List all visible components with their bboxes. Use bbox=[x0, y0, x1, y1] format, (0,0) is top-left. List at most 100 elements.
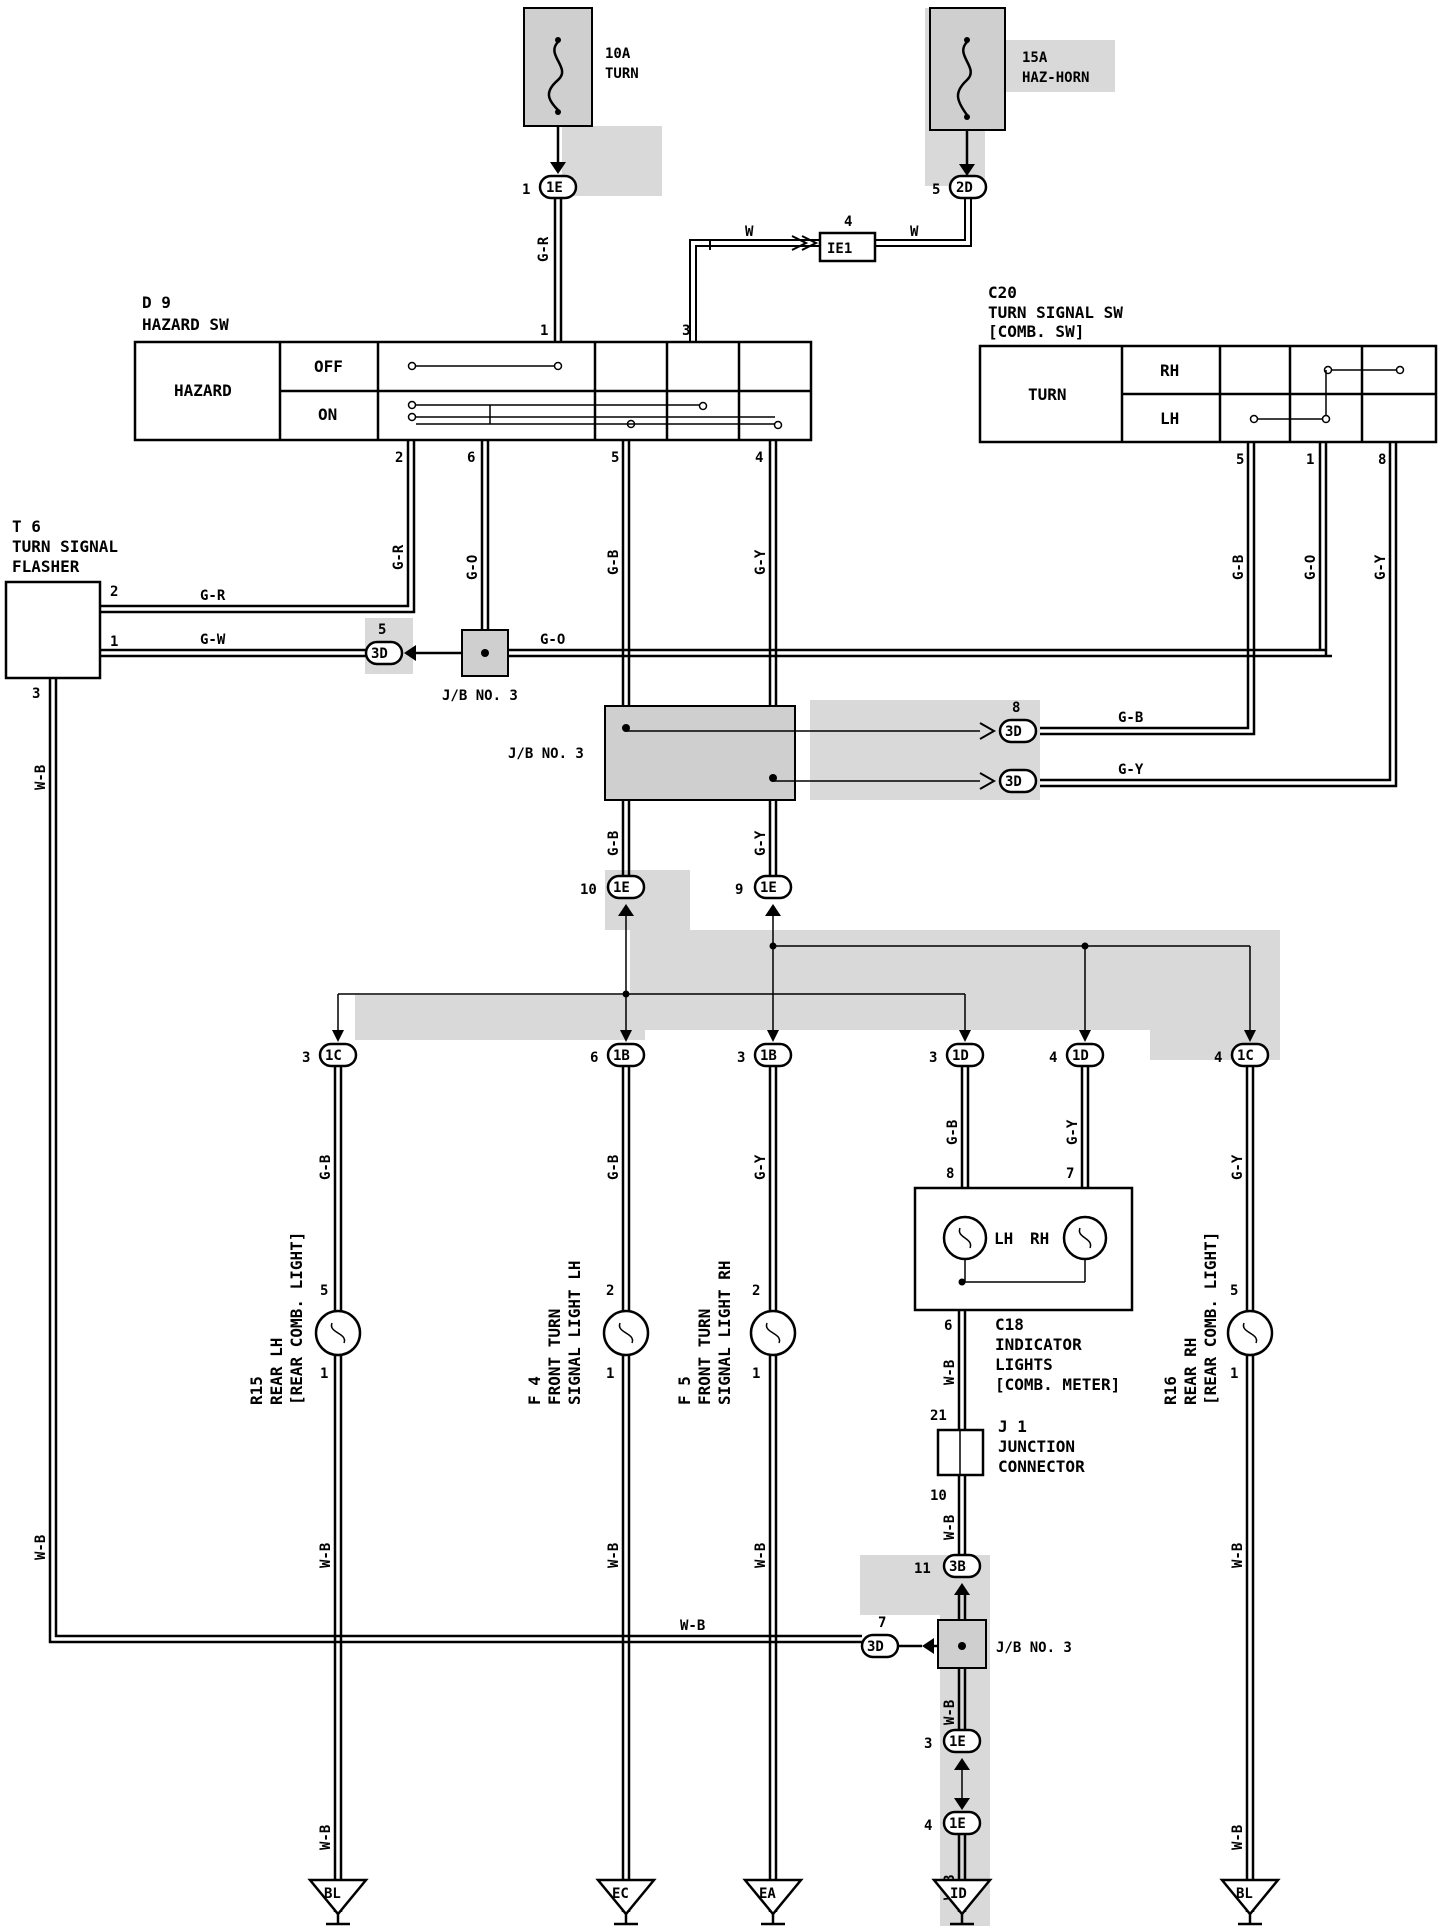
turn-sw-name: TURN SIGNAL SW bbox=[988, 303, 1123, 322]
svg-text:6: 6 bbox=[467, 450, 475, 466]
svg-text:1: 1 bbox=[110, 634, 118, 650]
svg-text:1B: 1B bbox=[613, 1048, 630, 1064]
svg-text:G-B: G-B bbox=[945, 1120, 961, 1145]
svg-text:G-Y: G-Y bbox=[1230, 1154, 1246, 1180]
wire-g-b-hazard: G-B bbox=[606, 440, 631, 706]
svg-text:W: W bbox=[745, 224, 754, 240]
svg-text:1E: 1E bbox=[546, 180, 563, 196]
svg-text:W-B: W-B bbox=[1230, 1825, 1246, 1850]
svg-text:INDICATOR: INDICATOR bbox=[995, 1335, 1082, 1354]
wire-c18-to-j1: W-B 21 bbox=[930, 1310, 967, 1430]
svg-text:G-Y: G-Y bbox=[753, 549, 769, 575]
wire-g-r-flasher: G-R G-R bbox=[100, 440, 416, 614]
hazard-switch: D 9 HAZARD SW HAZARD OFF ON bbox=[133, 293, 813, 442]
svg-text:W-B: W-B bbox=[1230, 1543, 1246, 1568]
svg-text:10: 10 bbox=[930, 1488, 947, 1504]
svg-text:W-B: W-B bbox=[753, 1543, 769, 1568]
svg-text:3D: 3D bbox=[1005, 724, 1022, 740]
svg-text:9: 9 bbox=[735, 882, 743, 898]
f4-column: G-B 2 1 W-B F 4 FRONT TURN SIGNAL LIGHT … bbox=[525, 1066, 650, 1912]
svg-text:3D: 3D bbox=[1005, 774, 1022, 790]
ground-id: ID bbox=[931, 1878, 993, 1926]
svg-text:8: 8 bbox=[946, 1166, 954, 1182]
svg-text:F 4: F 4 bbox=[525, 1376, 544, 1405]
hazard-sw-name: HAZARD SW bbox=[142, 315, 229, 334]
svg-text:CONNECTOR: CONNECTOR bbox=[998, 1457, 1085, 1476]
svg-text:J/B NO. 3: J/B NO. 3 bbox=[996, 1640, 1072, 1656]
svg-text:R15: R15 bbox=[247, 1376, 266, 1405]
svg-text:3D: 3D bbox=[867, 1639, 884, 1655]
svg-text:8: 8 bbox=[1378, 452, 1386, 468]
svg-text:2D: 2D bbox=[956, 180, 973, 196]
svg-text:4: 4 bbox=[1049, 1050, 1057, 1066]
svg-text:4: 4 bbox=[1214, 1050, 1222, 1066]
svg-text:ID: ID bbox=[950, 1886, 967, 1902]
svg-text:G-Y: G-Y bbox=[753, 830, 769, 856]
svg-text:2: 2 bbox=[606, 1283, 614, 1299]
svg-text:6: 6 bbox=[944, 1318, 952, 1334]
svg-text:[REAR COMB. LIGHT]: [REAR COMB. LIGHT] bbox=[1201, 1232, 1220, 1405]
hazard-off: OFF bbox=[314, 357, 343, 376]
svg-text:3: 3 bbox=[737, 1050, 745, 1066]
connector-1e-right: 1E 9 bbox=[735, 874, 793, 916]
jb-no3-small: G-O J/B NO. 3 bbox=[442, 440, 518, 704]
wire-flasher-w-b: W-B W-B W-B bbox=[33, 678, 862, 1644]
svg-text:1: 1 bbox=[752, 1366, 760, 1382]
turn-signal-flasher: T 6 TURN SIGNAL FLASHER 2 1 3 bbox=[4, 517, 118, 702]
svg-text:G-Y: G-Y bbox=[753, 1154, 769, 1180]
svg-text:REAR RH: REAR RH bbox=[1181, 1338, 1200, 1405]
wire-j1-to-3b: W-B 3B 11 bbox=[914, 1475, 982, 1595]
svg-text:W-B: W-B bbox=[942, 1360, 958, 1385]
svg-text:G-B: G-B bbox=[606, 831, 622, 856]
jb-no3-lower: J/B NO. 3 3D 7 bbox=[860, 1595, 1072, 1669]
svg-text:1C: 1C bbox=[1237, 1048, 1254, 1064]
svg-text:3: 3 bbox=[682, 323, 690, 339]
svg-text:7: 7 bbox=[1066, 1166, 1074, 1182]
svg-text:W-B: W-B bbox=[606, 1543, 622, 1568]
svg-text:[REAR COMB. LIGHT]: [REAR COMB. LIGHT] bbox=[287, 1232, 306, 1405]
svg-text:10: 10 bbox=[580, 882, 597, 898]
turn-rh: RH bbox=[1160, 361, 1179, 380]
svg-text:BL: BL bbox=[1236, 1886, 1253, 1902]
wire-turn-sw-g-b: G-B G-B bbox=[1040, 442, 1256, 736]
svg-text:W-B: W-B bbox=[33, 1535, 49, 1560]
svg-text:T 6: T 6 bbox=[12, 517, 41, 536]
svg-text:G-Y: G-Y bbox=[1065, 1119, 1081, 1145]
turn-sw-sub: [COMB. SW] bbox=[988, 322, 1084, 341]
distribution-g-b bbox=[332, 916, 971, 1042]
svg-text:J/B NO. 3: J/B NO. 3 bbox=[508, 746, 584, 762]
wire-g-y-hazard: G-Y bbox=[753, 440, 778, 706]
svg-text:4: 4 bbox=[755, 450, 763, 466]
svg-text:1: 1 bbox=[320, 1366, 328, 1382]
fuse-10a-turn: 10A TURN bbox=[523, 7, 639, 127]
svg-text:1: 1 bbox=[606, 1366, 614, 1382]
svg-text:LIGHTS: LIGHTS bbox=[995, 1355, 1053, 1374]
wire-turn-sw-g-y: G-Y G-Y bbox=[1040, 442, 1398, 788]
svg-text:3: 3 bbox=[32, 686, 40, 702]
svg-text:JUNCTION: JUNCTION bbox=[998, 1437, 1075, 1456]
svg-text:4: 4 bbox=[844, 214, 852, 230]
svg-text:5: 5 bbox=[932, 182, 940, 198]
turn-label: TURN bbox=[1028, 385, 1067, 404]
svg-text:EA: EA bbox=[759, 1886, 776, 1902]
svg-text:1: 1 bbox=[540, 323, 548, 339]
connector-2d-top: 2D 5 bbox=[932, 174, 988, 200]
svg-text:G-O: G-O bbox=[1303, 555, 1319, 580]
ground-ec: EC bbox=[595, 1878, 657, 1926]
svg-text:RH: RH bbox=[1030, 1229, 1049, 1248]
svg-text:2: 2 bbox=[752, 1283, 760, 1299]
wire-g-r-top: G-R 1 bbox=[536, 198, 563, 342]
svg-text:F 5: F 5 bbox=[675, 1376, 694, 1405]
wire-w-top: IE1 4 W W 3 bbox=[682, 198, 972, 342]
svg-text:3D: 3D bbox=[371, 646, 388, 662]
hazard-on: ON bbox=[318, 405, 337, 424]
turn-signal-switch: C20 TURN SIGNAL SW [COMB. SW] TURN RH LH bbox=[978, 283, 1438, 444]
svg-text:11: 11 bbox=[914, 1561, 931, 1577]
svg-text:W-B: W-B bbox=[318, 1825, 334, 1850]
svg-text:TURN SIGNAL: TURN SIGNAL bbox=[12, 537, 118, 556]
svg-text:EC: EC bbox=[612, 1886, 629, 1902]
shaded-areas bbox=[355, 8, 1280, 1926]
svg-text:LH: LH bbox=[994, 1229, 1013, 1248]
svg-text:2: 2 bbox=[395, 450, 403, 466]
